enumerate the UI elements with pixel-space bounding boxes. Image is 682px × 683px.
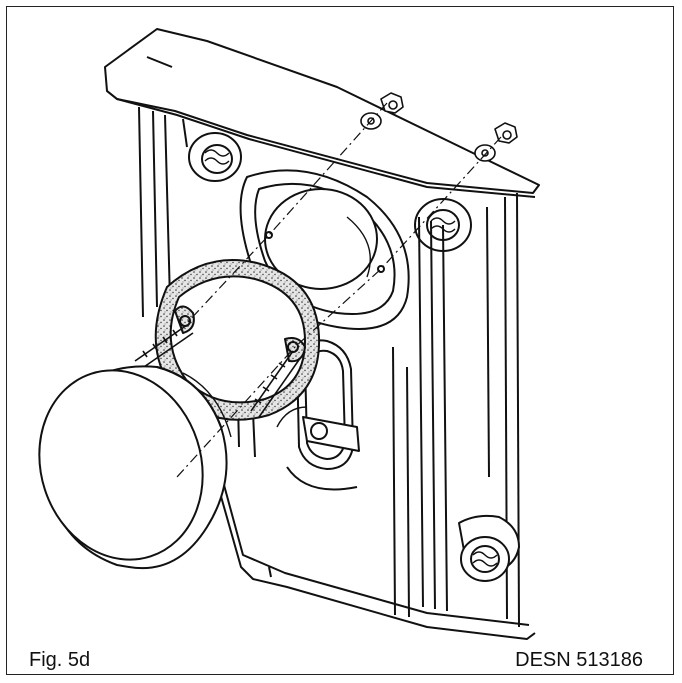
figure-label: Fig. 5d [29,649,91,671]
boiler-top-cover [104,28,540,198]
inspection-opening-flange [239,169,410,330]
drawing-code: DESN 513186 [515,649,643,671]
figure-frame: Fig. 5d DESN 513186 [6,6,674,675]
exploded-assembly-drawing [38,28,540,640]
cover-plate [38,365,232,570]
boiler-section-body [138,106,536,640]
upper-left-boss [188,132,242,182]
lower-right-boss [458,514,520,582]
assembly-centre-lines [176,102,502,478]
threaded-studs [134,324,302,418]
upper-right-boss [414,198,472,252]
slot-and-bracket [276,339,360,491]
nuts-and-washers [360,92,518,162]
gasket-ring [154,259,321,421]
